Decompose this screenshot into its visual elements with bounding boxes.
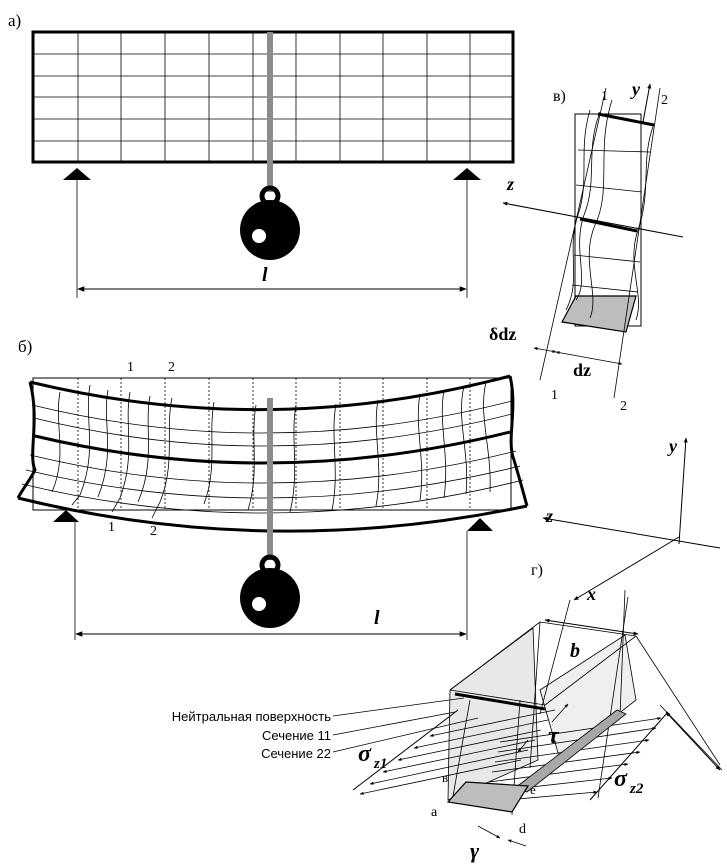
weight-b (240, 554, 300, 628)
weight-a (240, 185, 300, 260)
dim-sigma-z2 (665, 711, 721, 771)
element-top-edge (597, 112, 655, 127)
beam-b-dotted-verticals (77, 378, 471, 510)
beam-b-left-end (16, 381, 37, 499)
neutral-surface-edge (454, 692, 546, 711)
panel-b: б) (16, 337, 529, 640)
section-2-top-label: 2 (168, 360, 175, 375)
label-dz: dz (573, 360, 591, 380)
v-section-1-top: 1 (601, 89, 608, 104)
span-label-b: l (374, 607, 380, 629)
support-right-a (453, 168, 481, 180)
stress-envelope-left (352, 709, 459, 791)
panel-a: а) l (8, 11, 515, 298)
g-x-axis (573, 536, 680, 601)
element-deformed (565, 99, 655, 321)
stress-envelope-right (589, 711, 669, 801)
section-22-face (539, 634, 637, 761)
g-z-axis (542, 516, 721, 549)
section-1-bottom-label: 1 (108, 520, 115, 535)
stress-arrows-left (359, 709, 556, 795)
callout-neutral-surface: Нейтральная поверхность (172, 709, 331, 724)
g-tau-label: τ (548, 723, 560, 749)
sigma-z2-sub: z2 (629, 781, 644, 797)
dim-dz (555, 351, 623, 365)
panel-g: г) y z x b (172, 436, 723, 863)
sigma-z1-main: σ (358, 741, 372, 767)
point-v: в (442, 770, 448, 785)
point-e: e (530, 782, 536, 797)
callout-section-22: Сечение 22 (261, 746, 331, 761)
span-label-a: l (262, 264, 268, 286)
support-right-b (467, 518, 493, 531)
panel-v: в) z y 1 2 1 2 δdz dz (489, 79, 684, 414)
section-2-line-v (613, 87, 661, 399)
panel-v-label: в) (553, 88, 566, 105)
element-y-label: y (630, 79, 641, 99)
panel-b-label: б) (18, 337, 32, 356)
element-y-axis (642, 83, 652, 123)
panel-a-label: а) (8, 11, 21, 30)
g-gamma-label: γ (470, 838, 480, 863)
element-shaded-base (561, 295, 637, 333)
label-delta-dz: δdz (489, 324, 516, 344)
point-a: a (431, 805, 438, 820)
sigma-z2-main: σ (614, 766, 628, 792)
dim-b (544, 618, 639, 636)
g-y-label: y (667, 436, 678, 456)
g-b-label: b (570, 640, 580, 662)
section-11-face (447, 627, 539, 801)
section-2-bottom-label: 2 (150, 524, 157, 539)
beam-b-right-end (508, 375, 529, 507)
shaded-element (446, 781, 530, 813)
section-1-line-v (539, 87, 607, 381)
tau-arrows (517, 703, 569, 753)
callout-section-11: Сечение 11 (262, 728, 331, 743)
element-z-axis (502, 201, 684, 238)
v-section-1-bot: 1 (551, 388, 558, 403)
g-z-label: z (545, 506, 553, 526)
callout-leaders (332, 697, 479, 753)
point-d: d (519, 822, 526, 837)
dim-ddz (533, 347, 557, 353)
v-section-2-top: 2 (661, 93, 668, 108)
panel-g-label: г) (531, 562, 543, 579)
g-y-axis (678, 437, 688, 545)
g-x-label: x (586, 584, 596, 604)
section-1-top-label: 1 (127, 360, 134, 375)
element-z-label: z (506, 174, 514, 194)
v-section-2-bot: 2 (620, 399, 627, 414)
sigma-z1-sub: z1 (373, 756, 387, 772)
support-left-b (53, 510, 79, 522)
support-left-a (63, 168, 91, 180)
element-neutral-line (579, 217, 638, 233)
